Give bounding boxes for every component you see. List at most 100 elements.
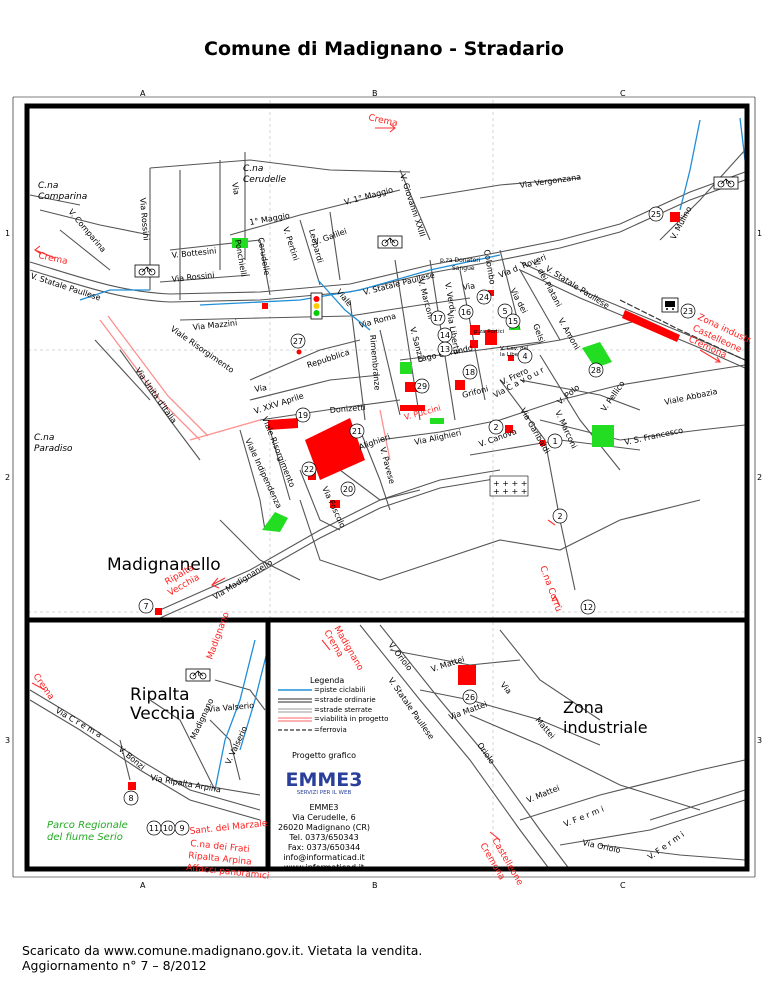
- map-frames: [24, 103, 750, 872]
- roads: [29, 149, 746, 871]
- legend-item-rail: =ferrovia: [314, 726, 347, 734]
- place-ripalta-1: Ripalta: [130, 685, 190, 705]
- street-via-vergonzana: Via Vergonzana: [519, 172, 582, 190]
- building-14: [470, 325, 480, 335]
- sites-note-4: Affacci panoramici: [186, 863, 270, 882]
- marker-15: 15: [505, 313, 521, 329]
- street-via-oriolo: Via Oriolo: [582, 838, 622, 855]
- direction-arrows: [31, 123, 721, 841]
- marker-12: 12: [580, 599, 596, 615]
- street-v-s-francesco: V. S. Francesco: [624, 426, 684, 447]
- marker-18: 18: [462, 364, 478, 380]
- marker-5: 5: [497, 303, 513, 319]
- grid-row-3-left: 3: [5, 736, 10, 745]
- credits: Progetto grafico EMME3 SERVIZI PER IL WE…: [278, 751, 370, 872]
- marker-13: 13: [437, 341, 453, 357]
- street-via-crema: Via C r e m a: [54, 706, 103, 740]
- svg-text:20: 20: [343, 485, 353, 494]
- building-27: [296, 349, 302, 355]
- street-via-mazzini: Via Mazzini: [192, 318, 237, 332]
- place-ripalta-2: Vecchia: [130, 704, 195, 724]
- svg-text:18: 18: [465, 368, 475, 377]
- street-gelsi: Gelsi: [531, 323, 546, 345]
- svg-text:23: 23: [683, 307, 693, 316]
- svg-text:28: 28: [591, 366, 601, 375]
- street-via-rossini-v: Via Rossini: [138, 197, 151, 241]
- place-names: Madignanello Ripalta Vecchia Zona indust…: [34, 164, 648, 843]
- place-zona-industriale-2: industriale: [563, 718, 648, 737]
- marker-9: 9: [174, 820, 190, 836]
- projected-roads: [99, 315, 391, 461]
- page-title: Comune di Madignano - Stradario: [204, 38, 564, 60]
- street-mattei-3: Mattei: [533, 716, 556, 741]
- street-cerudelle-v: Cerudelle: [256, 237, 272, 276]
- street-v-giovanni-xxiii: V. Giovanni XXIII: [398, 173, 427, 238]
- street-v-oriolo: V. Oriolo: [386, 641, 414, 673]
- credits-line3: 26020 Madignano (CR): [278, 823, 370, 832]
- place-cna-paradiso-2: Paradiso: [34, 444, 73, 454]
- building-7: [155, 608, 162, 615]
- svg-text:12: 12: [583, 603, 593, 612]
- marker-25: 25: [648, 206, 664, 222]
- legend-item-cycle: =piste ciclabili: [314, 686, 365, 694]
- grid-row-1-right: 1: [757, 229, 762, 238]
- marker-1: 1: [547, 433, 563, 449]
- grid-row-1-left: 1: [5, 229, 10, 238]
- marker-4: 4: [517, 348, 533, 364]
- svg-text:11: 11: [149, 824, 159, 833]
- svg-text:21: 21: [352, 427, 362, 436]
- svg-text:15: 15: [508, 317, 518, 326]
- marker-20: 20: [340, 481, 356, 497]
- green-park-lago: [400, 362, 412, 374]
- place-cna-paradiso-1: C.na: [34, 433, 54, 443]
- cycle-paths: [79, 117, 746, 791]
- street-v-bottesini: V. Bottesini: [171, 246, 216, 260]
- street-oriolo-v: Oriolo: [475, 741, 496, 766]
- street-leopardi: Leopardi: [307, 228, 325, 264]
- street-v-fermi-2: V. F e r m i: [646, 830, 686, 862]
- green-park-madignanello: [262, 512, 288, 532]
- building-15: [485, 330, 497, 345]
- place-cna-cerudelle-1: C.na: [243, 164, 263, 174]
- street-via-garibaldi: Via Garibaldi: [518, 407, 551, 456]
- building-1: [540, 440, 545, 446]
- credits-line1: EMME3: [309, 803, 338, 812]
- street-colombo: Colombo: [482, 249, 497, 285]
- marker-11: 11: [146, 820, 162, 836]
- marker-19: 19: [295, 407, 311, 423]
- street-via-xxv: Via: [254, 383, 268, 394]
- grid-col-b-bottom: B: [372, 881, 378, 890]
- footer-disclaimer: Scaricato da www.comune.madignano.gov.it…: [22, 943, 423, 958]
- numbered-markers: 25 24 23 5 16 17 15 14 13 27 4 18 28 29 …: [123, 206, 696, 836]
- street-donizetti: Donizetti: [329, 403, 366, 415]
- building-18: [455, 380, 465, 390]
- bicycle-icon-ripalta: [185, 668, 211, 682]
- bicycle-icons: [134, 176, 739, 682]
- credits-line6: info@informaticad.it: [283, 853, 365, 862]
- marker-24: 24: [476, 289, 492, 305]
- street-v-amoni: V. Amoni: [556, 317, 581, 352]
- marker-17: 17: [430, 310, 446, 326]
- svg-text:9: 9: [179, 824, 184, 833]
- street-v-pavese: V. Pavese: [378, 446, 396, 485]
- legend-title: Legenda: [310, 676, 344, 685]
- grid-col-c-bottom: C: [620, 881, 626, 890]
- place-zona-industriale-1: Zona: [563, 698, 604, 717]
- bicycle-icon-west: [134, 264, 160, 278]
- svg-text:7: 7: [143, 602, 148, 611]
- building-25: [670, 212, 680, 222]
- building-4: [508, 355, 514, 361]
- svg-text:19: 19: [298, 411, 308, 420]
- place-parco-2: del fiume Serio: [47, 832, 123, 843]
- grid-col-a-bottom: A: [140, 881, 146, 890]
- svg-text:17: 17: [433, 314, 443, 323]
- street-grifoni: Grifoni: [461, 384, 489, 400]
- street-v-primo-maggio-top: V. 1° Maggio: [343, 185, 394, 207]
- svg-text:13: 13: [440, 345, 450, 354]
- svg-text:2: 2: [557, 512, 562, 521]
- green-park-alighieri: [430, 418, 444, 424]
- marker-8: 8: [123, 790, 139, 806]
- building-8: [128, 782, 136, 790]
- street-via-unita-italia: Via Unità d'Italia: [133, 366, 178, 425]
